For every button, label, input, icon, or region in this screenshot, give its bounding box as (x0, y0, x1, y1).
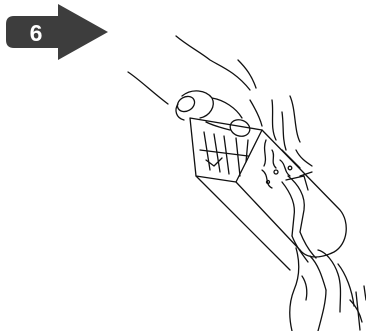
splash-marks (262, 96, 312, 188)
tube-base (190, 118, 262, 182)
lower-hand (290, 248, 366, 331)
brush (282, 176, 316, 262)
upper-hand (128, 36, 262, 139)
tube-body (196, 130, 346, 270)
